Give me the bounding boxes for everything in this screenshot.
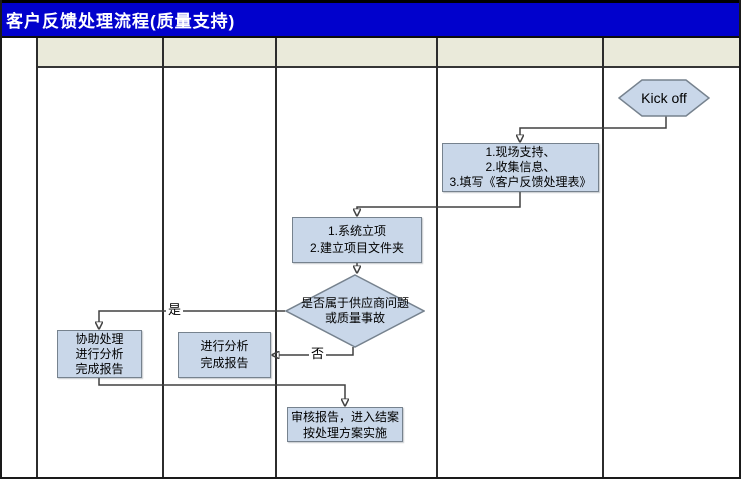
node-project-setup[interactable]: 1.系统立项 2.建立项目文件夹	[292, 217, 422, 263]
node-assist-handle[interactable]: 协助处理 进行分析 完成报告	[57, 330, 142, 378]
text-line: 完成报告	[75, 362, 124, 376]
text-line: 按处理方案实施	[302, 426, 387, 440]
node-review-close[interactable]: 审核报告，进入结案 按处理方案实施	[287, 407, 403, 442]
diamond-shape	[285, 274, 425, 348]
connector-kickoff-to-collect	[520, 115, 667, 135]
lane-header-row	[37, 38, 739, 66]
text-line: 3.填写《客户反馈处理表》	[449, 175, 592, 189]
table-left-border	[0, 0, 2, 479]
lane-divider-1	[36, 38, 38, 477]
lane-divider-4	[436, 38, 438, 477]
edge-label-no: 否	[309, 346, 327, 362]
header-top-line	[0, 36, 741, 38]
table-top-border	[0, 0, 741, 3]
text-line: 协助处理	[75, 332, 124, 346]
node-analyze-report[interactable]: 进行分析 完成报告	[178, 332, 271, 378]
node-label: 是否属于供应商问题 或质量事故	[285, 274, 425, 348]
node-label: Kick off	[641, 90, 687, 106]
text-line: 2.收集信息、	[485, 160, 556, 174]
table-bottom-border	[0, 477, 741, 479]
lane-divider-3	[275, 38, 277, 477]
decision-supplier-issue[interactable]: 是否属于供应商问题 或质量事故	[285, 274, 425, 348]
node-onsite-support[interactable]: 1.现场支持、 2.收集信息、 3.填写《客户反馈处理表》	[442, 143, 599, 192]
title-bar: 客户反馈处理流程(质量支持)	[0, 3, 741, 36]
text-line: 或质量事故	[324, 311, 385, 325]
edge-label-yes: 是	[166, 302, 184, 318]
corner-cell	[2, 38, 36, 477]
text-line: 审核报告，进入结案	[290, 410, 399, 424]
connector-collect-to-setup	[357, 192, 521, 209]
lane-divider-5	[602, 38, 604, 477]
table-right-border	[739, 0, 741, 479]
connector-assist-to-review	[98, 378, 345, 399]
connector-decision-yes-to-assist	[99, 310, 285, 322]
text-line: 进行分析	[200, 339, 249, 353]
text-line: 完成报告	[200, 356, 249, 370]
text-line: 1.现场支持、	[485, 145, 556, 159]
header-bottom-line	[37, 66, 739, 68]
text-line: 进行分析	[75, 347, 124, 361]
node-kick-off[interactable]: Kick off	[618, 79, 710, 117]
lane-divider-2	[162, 38, 164, 477]
text-line: 1.系统立项	[327, 224, 386, 238]
page-title: 客户反馈处理流程(质量支持)	[6, 12, 236, 31]
text-line: 是否属于供应商问题	[300, 296, 409, 310]
text-line: 2.建立项目文件夹	[309, 241, 404, 255]
